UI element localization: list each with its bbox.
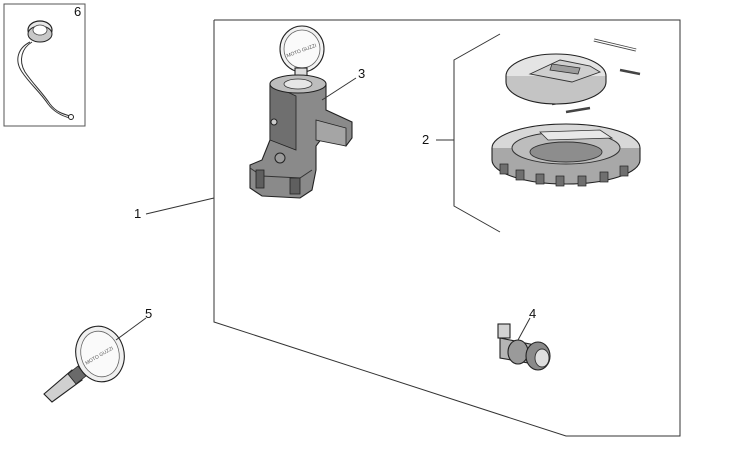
callout-5: 5 — [145, 306, 152, 321]
leader-line-4 — [517, 317, 531, 341]
kit-boundary-outline — [213, 19, 681, 437]
leader-line-3 — [321, 77, 357, 101]
tank-cap-assembly — [491, 38, 641, 187]
callout-6: 6 — [74, 4, 81, 19]
callout-1: 1 — [134, 206, 141, 221]
callout-2: 2 — [422, 132, 429, 147]
tank-cap-group-bracket — [453, 33, 501, 233]
ignition-switch-assembly: MOTO GUZZI — [249, 25, 353, 199]
rubber-cap-with-strap — [17, 20, 74, 120]
spare-key: MOTO GUZZI — [43, 325, 125, 403]
leader-line-5 — [115, 317, 147, 341]
leader-line-1 — [145, 197, 215, 215]
lock-cylinder — [497, 323, 551, 371]
callout-3: 3 — [358, 66, 365, 81]
callout-4: 4 — [529, 306, 536, 321]
